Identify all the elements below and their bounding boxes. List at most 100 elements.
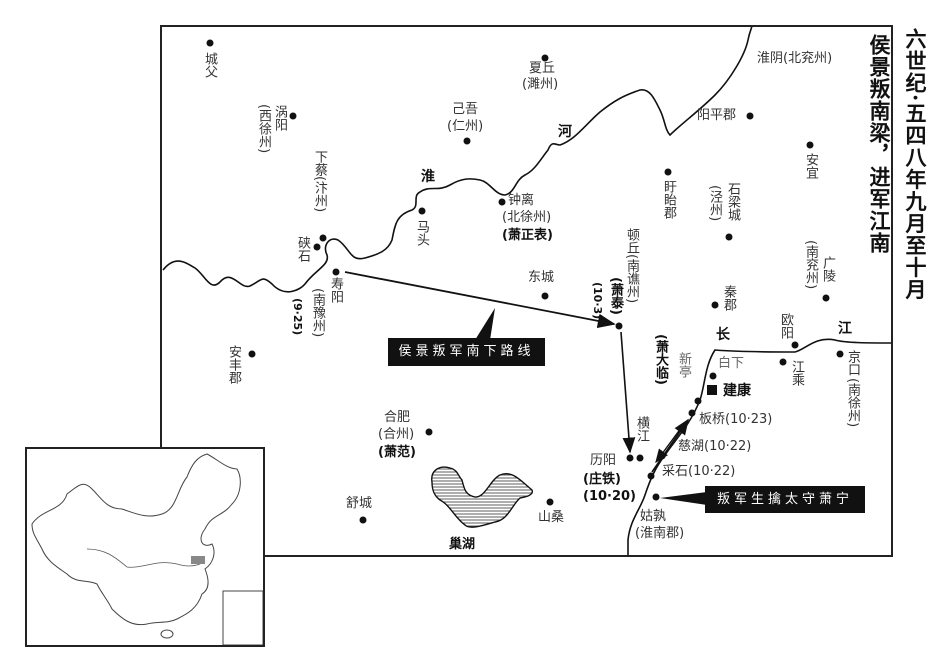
route-line	[344, 271, 616, 328]
callout-pointer-capture	[660, 492, 707, 505]
place-dot	[313, 243, 321, 251]
place-ouyang: 欧阳	[778, 313, 793, 339]
map-title: 六世纪·五四八年九月至十月 侯景叛南梁，进军江南	[867, 28, 933, 301]
place-xiaqiu-sub: (濉州)	[522, 77, 559, 92]
place-shouyang: 寿阳	[328, 277, 343, 303]
place-xiaqiu: 夏丘	[529, 61, 556, 76]
place-shiliang: 石梁城	[725, 182, 740, 221]
china-inset-map	[25, 447, 265, 647]
place-jingkou-sub: (南徐州)	[845, 378, 860, 428]
china-outline	[31, 453, 264, 646]
place-dot	[791, 341, 799, 349]
place-yangping: 阳平郡	[697, 108, 737, 123]
place-dunqiu-date: (10·3)	[591, 282, 604, 320]
main-map-frame	[160, 25, 893, 557]
place-dot	[822, 294, 830, 302]
river-label-chang: 长	[716, 327, 730, 343]
place-dot	[359, 516, 367, 524]
place-jingkou: 京口	[845, 350, 860, 376]
place-dot	[615, 322, 623, 330]
place-xiaodalin: (萧大临)	[653, 334, 668, 385]
place-shouyang-sub: (南豫州)	[310, 288, 325, 338]
place-dot	[206, 39, 214, 47]
place-gushu: 姑孰	[640, 509, 667, 524]
place-xuyi: 盱眙郡	[661, 180, 676, 219]
place-dot	[779, 358, 787, 366]
place-dot	[248, 350, 256, 358]
place-qinjun: 秦郡	[721, 285, 736, 311]
place-banqiao: 板桥(10·23)	[699, 412, 773, 427]
south-china-sea-inset	[222, 590, 264, 646]
place-dunqiu: 顿丘(南谯州)	[624, 228, 639, 304]
place-cihu: 慈湖(10·22)	[678, 439, 752, 454]
place-shiliang-sub: (泾州)	[707, 185, 722, 222]
place-shucheng: 舒城	[346, 496, 373, 511]
place-guangling-sub: (南兖州)	[803, 240, 818, 290]
place-dot	[647, 472, 655, 480]
jiankang-marker	[707, 385, 717, 395]
place-dongcheng: 东城	[528, 270, 555, 285]
place-liyang-date: (10·20)	[583, 489, 637, 504]
title-line-1: 六世纪·五四八年九月至十月	[903, 28, 928, 301]
place-guangling: 广陵	[820, 256, 835, 282]
place-dot	[725, 233, 733, 241]
place-dot	[709, 372, 717, 380]
place-dot	[806, 141, 814, 149]
callout-route: 侯景叛军南下路线	[388, 338, 545, 366]
place-dot	[319, 234, 327, 242]
place-anyi: 安宜	[803, 153, 818, 179]
place-jiangcheng: 江乘	[789, 360, 804, 386]
place-xiashi: 硖石	[295, 236, 310, 262]
place-anfeng: 安丰郡	[226, 345, 241, 384]
place-dot	[652, 493, 660, 501]
place-hefei-general: (萧范)	[378, 445, 416, 460]
place-liyang: 历阳	[590, 453, 617, 468]
place-dot	[541, 292, 549, 300]
place-dot	[626, 454, 634, 462]
place-shouyang-date: (9·25)	[291, 298, 304, 336]
place-baixia: 白下	[718, 356, 745, 371]
place-caishi: 采石(10·22)	[662, 464, 736, 479]
route-line-south	[620, 331, 636, 454]
place-dot	[694, 397, 702, 405]
place-dot	[546, 498, 554, 506]
place-dot	[664, 168, 672, 176]
river-label-he: 河	[558, 124, 572, 140]
place-guoyang: 涡阳	[272, 105, 287, 131]
callout-pointer-route	[475, 308, 495, 340]
place-jiankang: 建康	[723, 383, 751, 399]
place-dot	[688, 409, 696, 417]
place-zhongli-sub: (北徐州)	[502, 210, 552, 225]
place-zhongli: 钟离	[508, 193, 535, 208]
place-zhongli-general: (萧正表)	[502, 228, 553, 243]
place-hefei: 合肥	[384, 410, 411, 425]
place-matou: 马头	[414, 220, 429, 246]
river-label-jiang: 江	[838, 321, 852, 337]
place-hengjiang: 横江	[634, 416, 649, 442]
place-shansang: 山桑	[538, 510, 565, 525]
place-gushu-sub: (淮南郡)	[635, 526, 685, 541]
place-chengfu: 城父	[202, 52, 217, 78]
place-dot	[541, 54, 549, 62]
place-guoyang-sub: (西徐州)	[256, 104, 271, 154]
place-dot	[498, 198, 506, 206]
place-hefei-sub: (合州)	[378, 427, 415, 442]
place-dot	[463, 137, 471, 145]
callout-capture: 叛军生擒太守萧宁	[705, 486, 865, 513]
river-label-huai: 淮	[421, 169, 435, 185]
place-dunqiu-general: (萧泰)	[608, 277, 623, 315]
place-dot	[636, 454, 644, 462]
region-highlight	[191, 556, 205, 564]
title-line-2: 侯景叛南梁，进军江南	[867, 34, 892, 254]
place-liyang-general: (庄铁)	[583, 472, 621, 487]
place-dot	[711, 301, 719, 309]
place-dot	[332, 268, 340, 276]
place-dot	[418, 207, 426, 215]
lake-chaohu-label: 巢湖	[449, 537, 476, 552]
place-xiacai: 下蔡(汴州)	[312, 150, 327, 213]
place-huaiyin: 淮阴(北兖州)	[757, 51, 833, 66]
place-jiwu: 己吾	[452, 102, 479, 117]
place-jiwu-sub: (仁州)	[447, 119, 484, 134]
place-dot	[836, 350, 844, 358]
